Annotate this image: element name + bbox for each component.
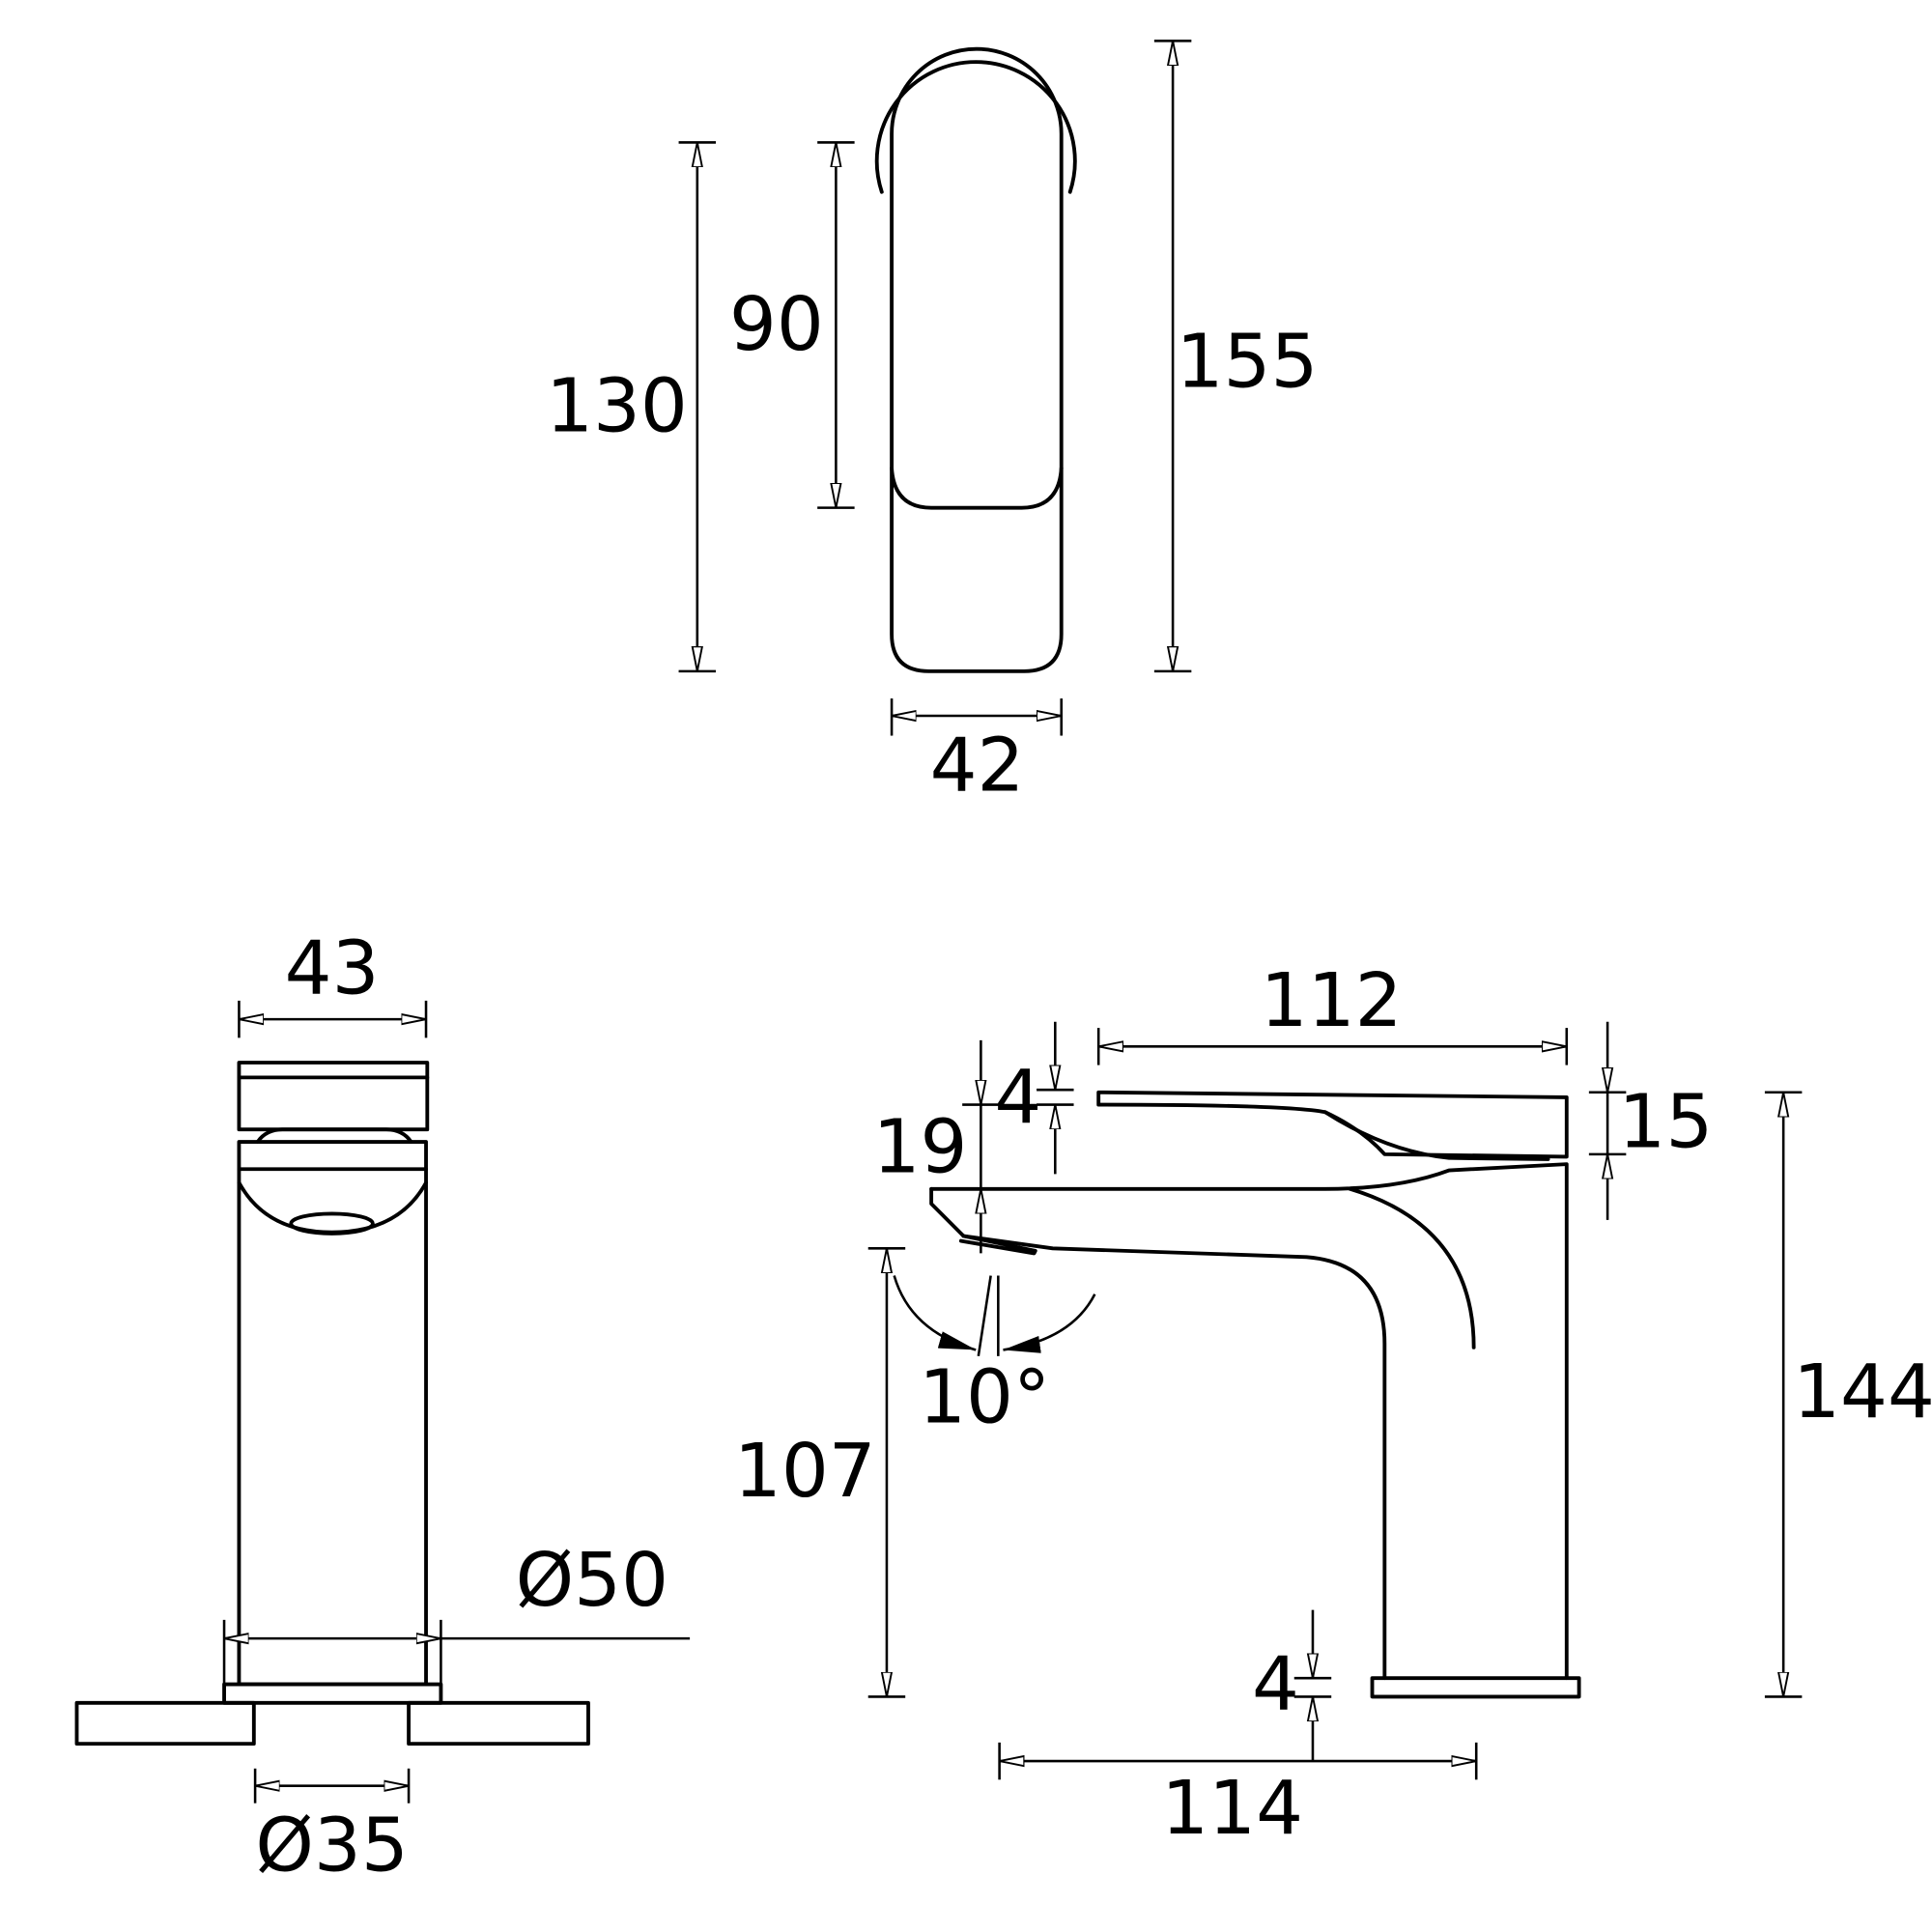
dimension-label: 130 <box>546 364 688 450</box>
dimension-10-degrees: 10° <box>893 1275 1096 1440</box>
dimension-19: 19 <box>873 1039 1000 1254</box>
dimension-43: 43 <box>238 926 428 1038</box>
spout-bottom <box>929 1186 1387 1681</box>
cartridge-collar <box>255 1127 413 1144</box>
dimension-107: 107 <box>734 1247 906 1698</box>
dimension-15: 15 <box>1588 1021 1713 1220</box>
dimension-4-base: 4 <box>1252 1609 1332 1762</box>
dimension-diameter-35: Ø35 <box>253 1768 411 1889</box>
spout-top <box>929 1162 1569 1681</box>
dimension-label: 42 <box>930 723 1025 809</box>
dimension-144: 144 <box>1764 1091 1932 1698</box>
tap-body <box>237 1140 428 1687</box>
dimension-label: 90 <box>729 282 824 368</box>
dimension-112: 112 <box>1096 958 1569 1065</box>
dimension-130: 130 <box>546 141 717 673</box>
dimension-label: 19 <box>873 1104 968 1190</box>
dimension-label: 144 <box>1793 1350 1932 1435</box>
dimension-label: 112 <box>1261 958 1403 1044</box>
dimension-label: 114 <box>1161 1766 1303 1852</box>
deck-left <box>74 1700 256 1747</box>
lever-head <box>237 1061 430 1132</box>
side-view: 112 15 144 4 19 <box>734 958 1932 1852</box>
handle-lever-edge <box>890 466 1064 510</box>
front-body-view: 43 Ø50 Ø35 <box>74 926 691 1889</box>
aerator <box>289 1211 375 1236</box>
dimension-155: 155 <box>1153 40 1319 673</box>
dimension-diameter-50: Ø50 <box>222 1538 691 1685</box>
dimension-label: Ø35 <box>255 1803 408 1889</box>
deck-right <box>407 1700 590 1747</box>
spout-inner-curve <box>1348 1186 1476 1350</box>
dimension-label: 43 <box>285 926 380 1012</box>
dimension-42: 42 <box>890 698 1063 809</box>
dimension-114: 114 <box>998 1742 1478 1852</box>
dimension-label: 155 <box>1177 319 1319 405</box>
base-plate <box>222 1682 443 1705</box>
dimension-4-lever-gap: 4 <box>994 1021 1074 1175</box>
dimension-90: 90 <box>729 141 855 509</box>
spout-end <box>237 1180 428 1235</box>
aerator-side <box>958 1234 1037 1256</box>
dimension-label: Ø50 <box>516 1538 668 1624</box>
dimension-label: 107 <box>734 1429 876 1515</box>
handle-ring-outline <box>874 60 1077 194</box>
dimension-label: 15 <box>1618 1080 1713 1166</box>
dimension-label: 10° <box>919 1354 1050 1440</box>
dimension-label: 4 <box>994 1055 1041 1141</box>
base-plate-side <box>1370 1676 1581 1699</box>
handle-body-outline <box>890 46 1064 673</box>
dimension-label: 4 <box>1252 1642 1299 1728</box>
front-handle-view: 130 90 155 42 <box>546 40 1319 809</box>
lever-side <box>1096 1090 1569 1159</box>
